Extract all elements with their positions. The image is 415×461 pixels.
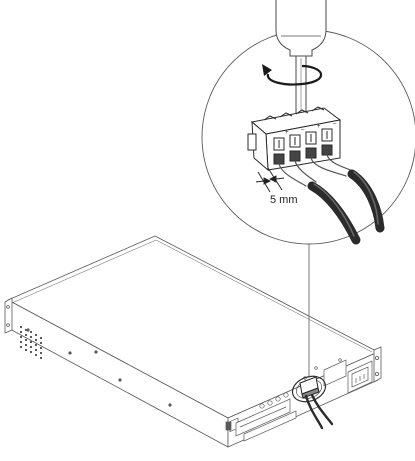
dimension-label: 5 mm (270, 194, 298, 206)
cable-highlight (313, 171, 379, 237)
small-cable-icon (304, 393, 334, 430)
front-panel-connectors (225, 358, 373, 442)
svg-text:–: – (333, 121, 337, 127)
dimension-marker (255, 167, 285, 193)
svg-text:+: + (317, 124, 321, 130)
svg-text:–: – (301, 127, 305, 133)
terminal-block-icon: + – + – (247, 106, 342, 172)
screwdriver-icon (275, 0, 327, 125)
svg-text:+: + (285, 130, 289, 136)
rotation-arrow-icon (262, 64, 323, 86)
vent-grid-icon (20, 326, 42, 359)
